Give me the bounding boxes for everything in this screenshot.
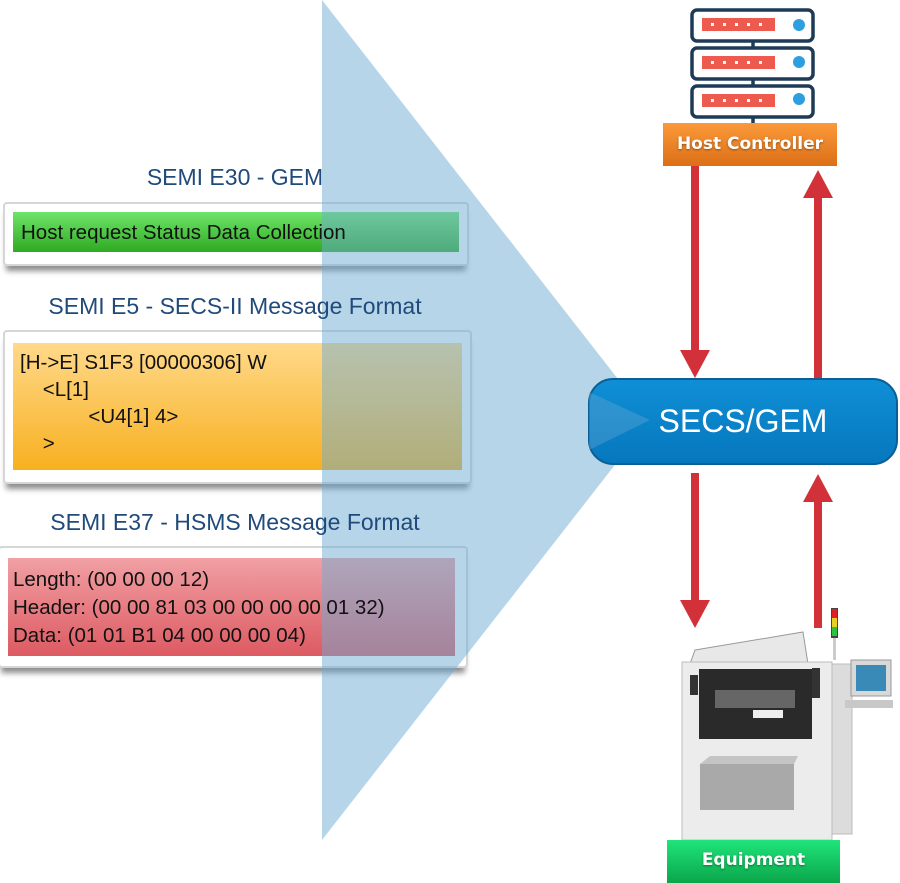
hsms-line: Header: (00 00 81 03 00 00 00 00 01 32) xyxy=(13,596,385,619)
gem-message: Host request Status Data Collection xyxy=(13,212,459,252)
secs-ii-line: <L[1] xyxy=(20,378,89,401)
arrow-equipment-to-hub xyxy=(803,474,833,628)
hsms-line: Data: (01 01 B1 04 00 00 00 04) xyxy=(13,624,306,647)
hsms-message: Length: (00 00 00 12) Header: (00 00 81 … xyxy=(8,558,455,656)
hsms-card: Length: (00 00 00 12) Header: (00 00 81 … xyxy=(0,546,468,668)
secs-ii-card: [H->E] S1F3 [00000306] W <L[1] <U4[1] 4>… xyxy=(3,330,472,484)
server-stack-icon xyxy=(690,8,815,130)
arrow-hub-to-equipment xyxy=(680,473,710,628)
secs-ii-line: > xyxy=(20,432,55,455)
flow-chevron xyxy=(322,0,650,840)
host-controller-label: Host Controller xyxy=(676,134,824,154)
secs-gem-label: SECS/GEM xyxy=(658,403,828,439)
secs-ii-line: [H->E] S1F3 [00000306] W xyxy=(20,351,267,374)
secs-gem-hub xyxy=(588,378,898,465)
secs-ii-line: <U4[1] 4> xyxy=(20,405,179,428)
equipment-machine-icon xyxy=(681,608,893,841)
equipment-label: Equipment xyxy=(701,850,806,870)
gem-message-line: Host request Status Data Collection xyxy=(21,221,346,244)
section-title-hsms: SEMI E37 - HSMS Message Format xyxy=(50,509,420,535)
arrow-host-to-hub xyxy=(680,166,710,378)
hsms-line: Length: (00 00 00 12) xyxy=(13,568,210,591)
section-title-secs-ii: SEMI E5 - SECS-II Message Format xyxy=(48,293,422,319)
host-controller-box xyxy=(663,123,837,166)
gem-card: Host request Status Data Collection xyxy=(3,202,469,266)
arrow-hub-to-host xyxy=(803,170,833,378)
section-title-gem: SEMI E30 - GEM xyxy=(146,164,324,190)
equipment-label-box xyxy=(667,840,840,883)
secs-ii-message: [H->E] S1F3 [00000306] W <L[1] <U4[1] 4>… xyxy=(13,343,462,470)
